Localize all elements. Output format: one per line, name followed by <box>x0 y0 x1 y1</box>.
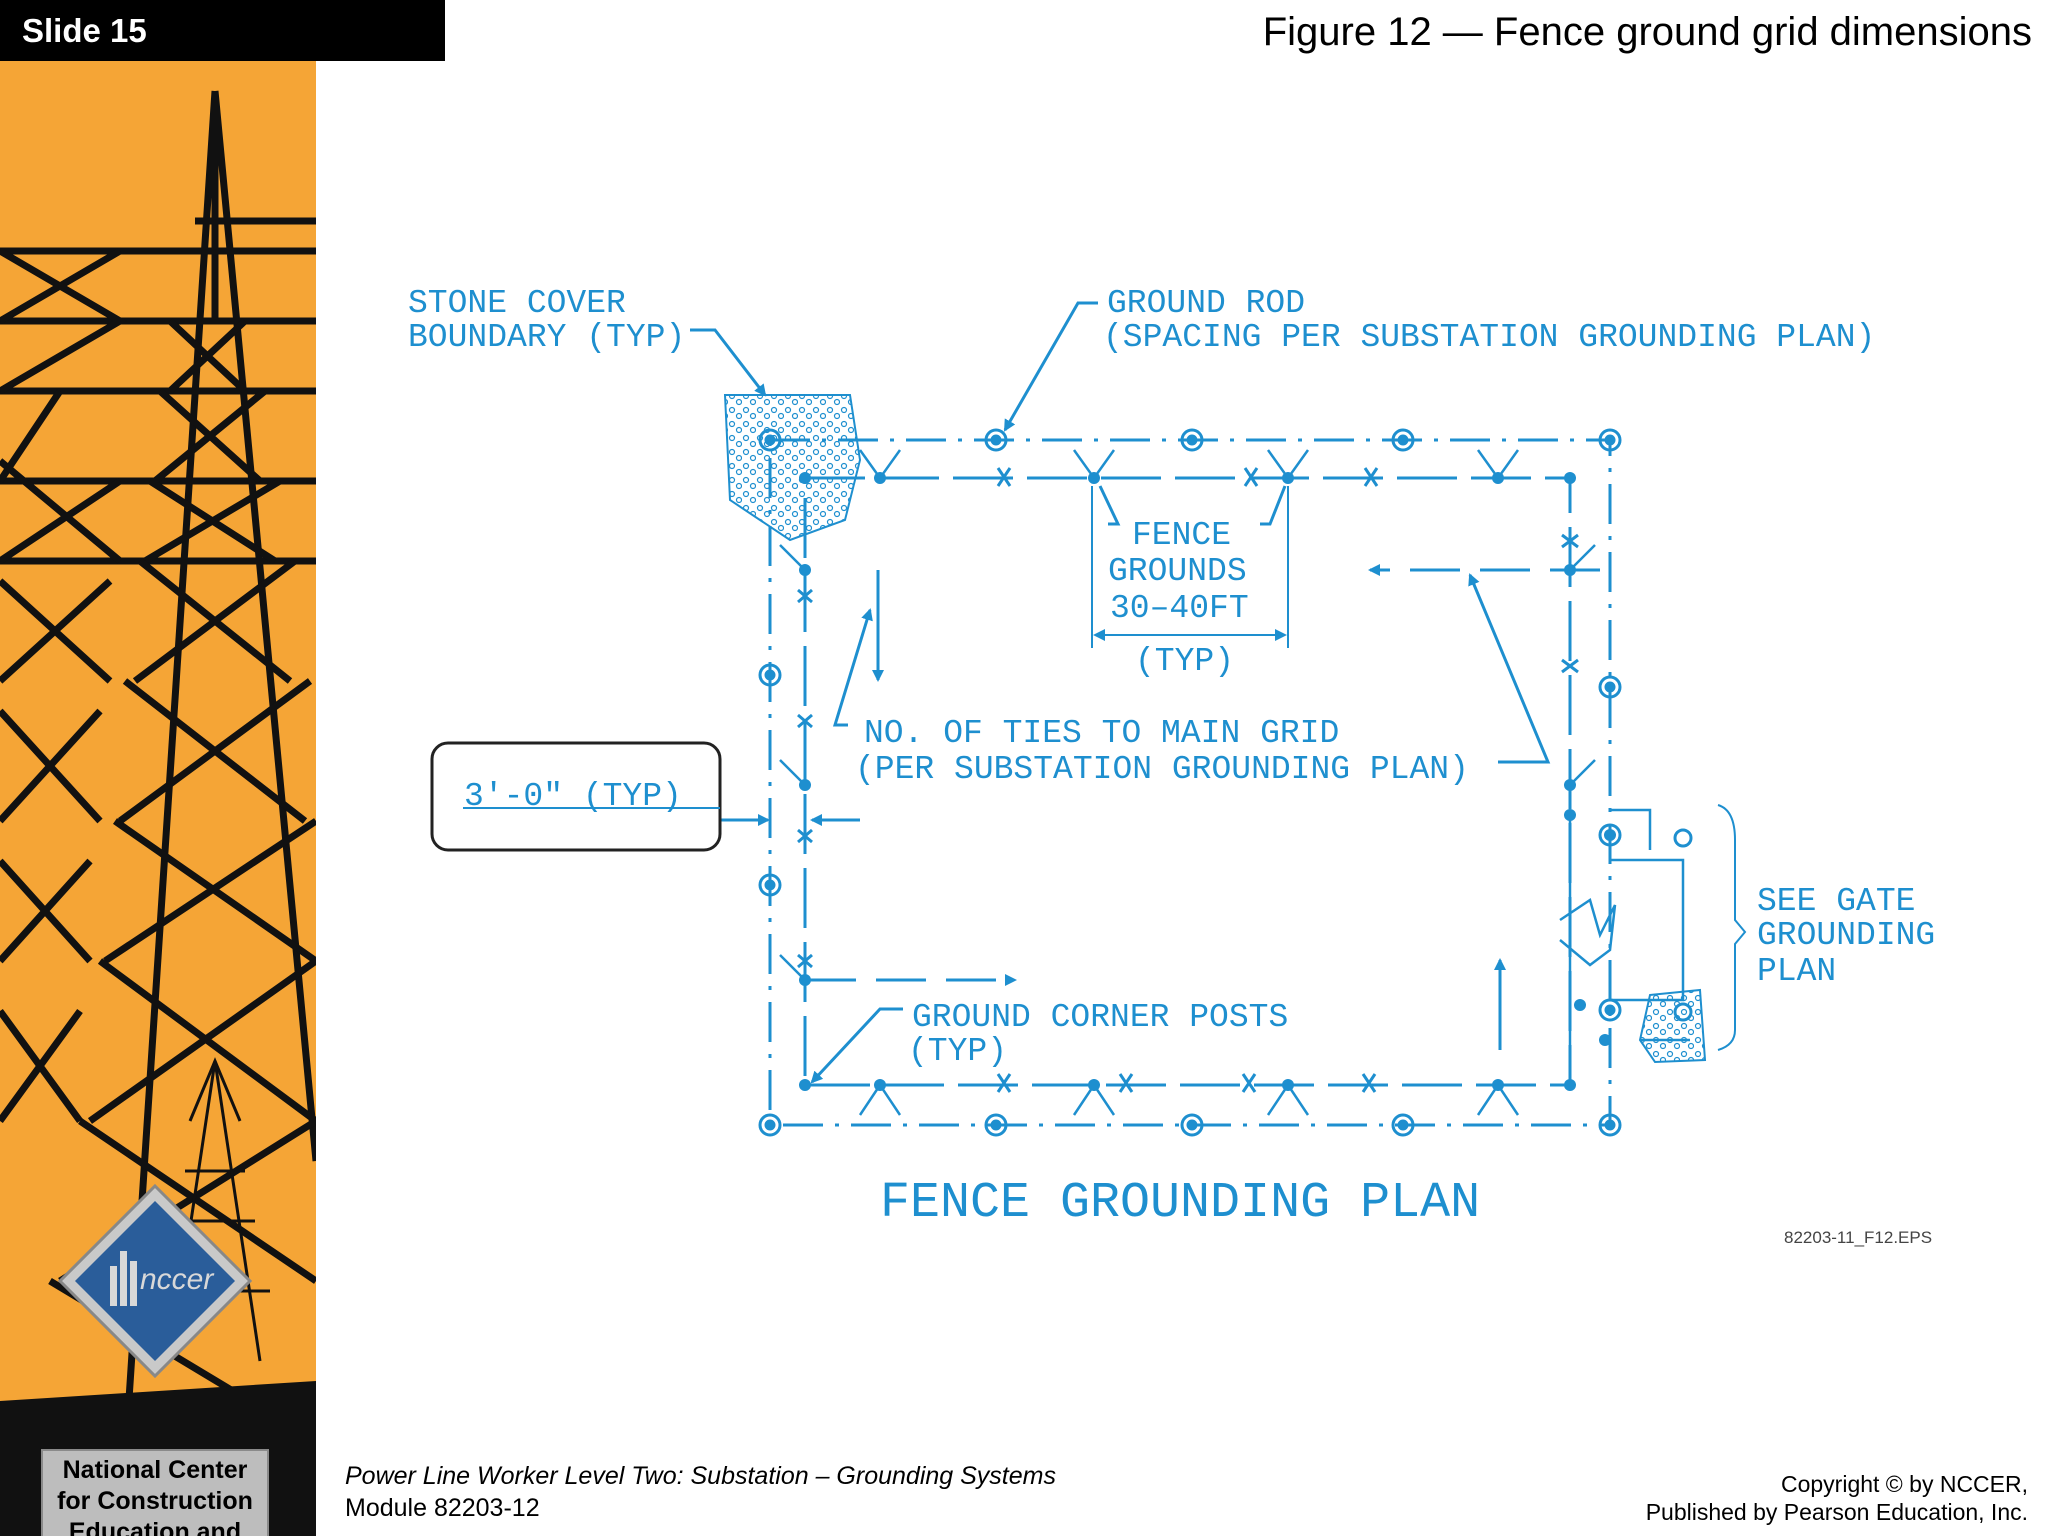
svg-text:nccer: nccer <box>140 1263 214 1296</box>
publisher-text: Published by Pearson Education, Inc. <box>1645 1499 2028 1525</box>
fence-grounds-label-3: 30–40FT <box>1110 590 1249 627</box>
ground-rods <box>758 428 1693 1137</box>
slide-number: Slide 15 <box>0 0 445 61</box>
stone-cover-label: STONE COVER <box>408 285 626 322</box>
gate-detail <box>1559 804 1747 1085</box>
nccer-logo-icon: nccer <box>57 1183 253 1379</box>
ground-rod-label: GROUND ROD <box>1107 285 1305 322</box>
fence-grounds-label-4: (TYP) <box>1135 643 1234 680</box>
footer-course-info: Power Line Worker Level Two: Substation … <box>345 1460 1056 1524</box>
ground-rod-leader <box>1003 301 1098 432</box>
fence-grounds-label: FENCE <box>1132 517 1231 554</box>
ties-leader-right <box>1468 573 1551 764</box>
fence-grounds-leader-left <box>1098 485 1121 526</box>
dimension-label-box <box>430 741 722 852</box>
gate-label-2: GROUNDING <box>1757 917 1935 954</box>
sidebar-panel: nccer National Center for Construction E… <box>0 61 316 1536</box>
figure-title: Figure 12 — Fence ground grid dimensions <box>1262 10 2032 54</box>
stone-cover-leader <box>690 328 767 397</box>
corner-posts-label-2: (TYP) <box>908 1033 1007 1070</box>
fence-tie-marks <box>797 467 1579 1093</box>
transmission-tower-illustration: nccer <box>0 90 316 1536</box>
copyright-text: Copyright © by NCCER, <box>1780 1471 2028 1497</box>
ties-leader-left <box>832 608 873 727</box>
dimension-label: 3'-0" (TYP) <box>464 778 682 815</box>
footer-copyright: Copyright © by NCCER, Published by Pears… <box>1646 1470 2028 1526</box>
diagonal-ties <box>779 449 1596 1116</box>
plan-title: FENCE GROUNDING PLAN <box>880 1175 1480 1232</box>
ground-rod-label-2: (SPACING PER SUBSTATION GROUNDING PLAN) <box>1103 319 1875 356</box>
org-name-box: National Center for Construction Educati… <box>41 1449 269 1536</box>
ties-label-2: (PER SUBSTATION GROUNDING PLAN) <box>855 751 1469 788</box>
gate-label: SEE GATE <box>1757 883 1915 920</box>
stone-cover-patch <box>723 394 862 542</box>
stone-cover-label-2: BOUNDARY (TYP) <box>408 319 685 356</box>
corner-posts-leader <box>810 1007 903 1084</box>
course-title: Power Line Worker Level Two: Substation … <box>345 1462 1056 1490</box>
fence-grounds-leader-right <box>1260 485 1287 526</box>
fence-grounding-plan-drawing: STONE COVER BOUNDARY (TYP) GROUND ROD (S… <box>408 285 1935 1247</box>
gate-label-3: PLAN <box>1757 953 1836 990</box>
module-number: Module 82203-12 <box>345 1494 540 1522</box>
fence-grounds-label-2: GROUNDS <box>1108 553 1247 590</box>
ties-label: NO. OF TIES TO MAIN GRID <box>864 715 1339 752</box>
file-reference: 82203-11_F12.EPS <box>1784 1228 1932 1247</box>
corner-posts-label: GROUND CORNER POSTS <box>912 999 1288 1036</box>
